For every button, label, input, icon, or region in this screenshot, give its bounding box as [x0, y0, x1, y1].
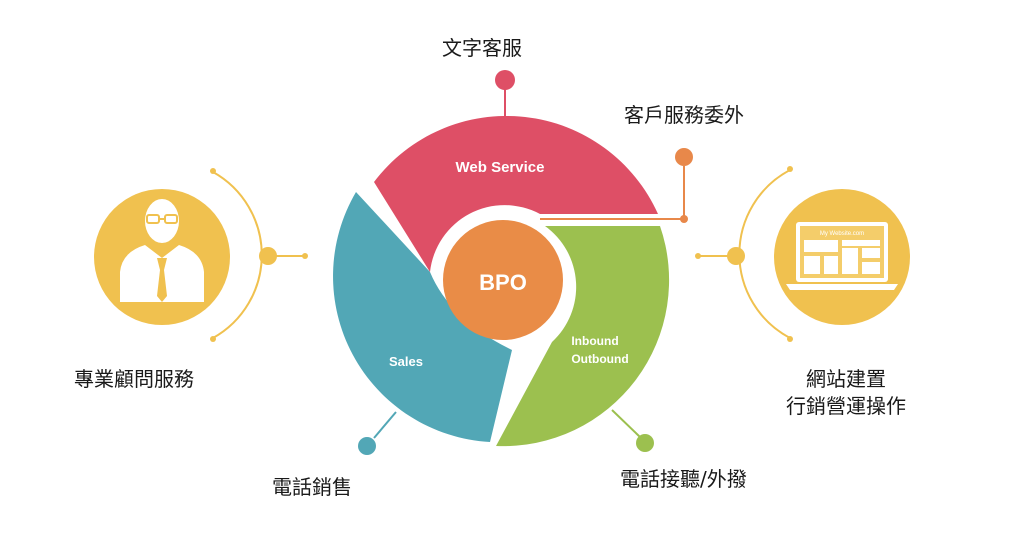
label-consulting: 專業顧問服務 [74, 367, 194, 391]
label-outsourcing: 客戶服務委外 [624, 103, 744, 127]
right-connector-dot [727, 247, 745, 265]
outbound-label: Outbound [571, 352, 628, 366]
dot-phone-support [636, 434, 654, 452]
website-laptop-icon: My Website.com [774, 189, 910, 325]
connector-phone-support [611, 409, 641, 438]
label-web-build-line2: 行銷營運操作 [786, 394, 906, 418]
bpo-center-circle [443, 220, 563, 340]
dot-telesales [358, 437, 376, 455]
web-service-label: Web Service [456, 159, 545, 176]
bpo-center-label: BPO [479, 270, 527, 295]
dot-outsourcing [675, 148, 693, 166]
right-connector-end [695, 253, 701, 259]
right-arc-dot-bottom [787, 336, 793, 342]
inbound-label: Inbound [571, 334, 618, 348]
segment-sales [333, 192, 512, 442]
dot-outsourcing-small [680, 215, 688, 223]
label-web-build-line1: 網站建置 [806, 367, 886, 391]
label-phone-support: 電話接聽/外撥 [620, 467, 747, 491]
label-text-support: 文字客服 [442, 36, 522, 60]
left-arc-dot-top [210, 168, 216, 174]
label-telesales: 電話銷售 [272, 475, 352, 499]
connector-telesales [373, 411, 397, 439]
left-connector-dot [259, 247, 277, 265]
sales-label: Sales [389, 354, 423, 369]
segment-web-service [374, 115, 658, 272]
left-connector-end [302, 253, 308, 259]
website-mock-title: My Website.com [820, 231, 864, 237]
consultant-icon [94, 189, 230, 325]
dot-text-support [495, 70, 515, 90]
right-arc-dot-top [787, 166, 793, 172]
left-arc-dot-bottom [210, 336, 216, 342]
segment-inbound-outbound [496, 226, 670, 447]
